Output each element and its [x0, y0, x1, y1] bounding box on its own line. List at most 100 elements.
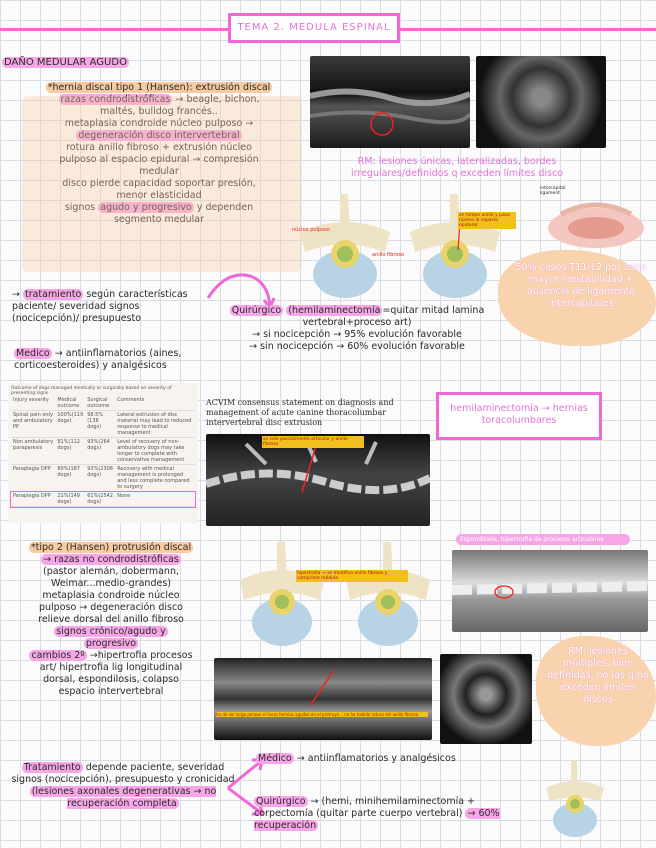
line: dorsal, espondilosis, colapso: [43, 674, 179, 685]
quirurgico-text: =quitar mitad lamina vertebral+proceso a…: [302, 305, 485, 328]
medico-text: → antiinflamatorios (aines, corticoester…: [14, 348, 182, 371]
line: y dependen: [196, 202, 254, 213]
line: pulposo → degeneración disco: [38, 602, 183, 613]
hemi-box: hemilaminectomía → hernias toracolumbare…: [436, 392, 602, 440]
table-cell: None: [115, 491, 195, 507]
quirurgico-label: Quirúrgico: [229, 305, 284, 316]
line: art/ hipertrofia lig longitudinal: [39, 662, 183, 673]
tratamiento2-lesiones: (lesiones axonales degenerativas → no re…: [29, 786, 217, 809]
medico-label: Medico: [14, 348, 52, 359]
page-title: TEMA 2. MEDULA ESPINAL: [237, 22, 391, 33]
table-cell: Spinal pain only and ambulatory PP: [11, 410, 56, 438]
vertebra-small: [540, 758, 610, 842]
table: Injury severity Medical outcome Surgical…: [10, 396, 196, 508]
table-header: Medical outcome: [55, 396, 86, 411]
table-header-row: Injury severity Medical outcome Surgical…: [11, 396, 195, 411]
table-row: Paraplegia DPP 80%(187 dogs) 93%(2308 do…: [11, 464, 195, 492]
ligament-label: intercapital ligament: [540, 186, 566, 196]
mri-sagittal-2: [214, 658, 432, 740]
line: disco pierde capacidad soportar presión,: [62, 178, 256, 189]
ligament-svg: [548, 202, 644, 248]
table-cell: 100%(119 dogs): [55, 410, 86, 438]
xray-label: se sale parcialmente articular y anillo …: [262, 436, 364, 448]
vertebra-svg: [240, 542, 324, 646]
line: *hernia discal tipo 1 (Hansen): extrusió…: [45, 82, 273, 93]
mri2-label: ha de ser larga porque si fuera hernias …: [216, 712, 428, 717]
line: cambios 2º: [29, 650, 87, 661]
heading-text: DAÑO MEDULAR AGUDO: [2, 57, 129, 68]
line: rotura anillo fibroso + extrusión núcleo: [66, 142, 252, 153]
title-rule-right: [400, 28, 656, 31]
table-cell: 81%(112 dogs): [55, 437, 86, 465]
line: espacio intervertebral: [58, 686, 164, 697]
line: signos crónico/agudo y: [54, 626, 168, 637]
branch-svg: [227, 758, 264, 816]
table-row: Spinal pain only and ambulatory PP 100%(…: [11, 410, 195, 438]
line: (pastor alemán, dobermann,: [42, 566, 179, 577]
line: razas condrodistróficas: [58, 94, 173, 105]
rm-blob: [536, 636, 656, 746]
spondy-svg: [452, 581, 648, 599]
ligament-illustration: [536, 186, 648, 252]
table-title: Outcome of dogs managed medically or sur…: [11, 386, 172, 396]
table-cell: Recovery with medical management is prol…: [115, 464, 195, 492]
table-cell: 80%(187 dogs): [55, 464, 86, 492]
quirurgico2-block: Quirúrgico → (hemi, minihemilaminectomía…: [254, 796, 522, 832]
mri-image-sagittal: [310, 56, 470, 148]
table-cell: Paraplegia DPP: [11, 491, 56, 507]
table-cell: 93%(2308 dogs): [85, 464, 116, 492]
vertebra-illustration-4: [338, 540, 438, 650]
line: Weimar...medio-grandes): [51, 578, 171, 589]
table-header: Surgical outcome: [85, 396, 116, 411]
table-header: Injury severity: [11, 396, 56, 411]
line: *tipo 2 (Hansen) protrusión discal: [28, 542, 194, 553]
table-cell: 61%(2542 dogs): [85, 491, 116, 507]
line: metaplasia condroide núcleo: [42, 590, 180, 601]
table-cell: Paraplegia DPP: [11, 464, 56, 492]
line: maltés, bulldog francés..: [100, 106, 218, 117]
vertebra-svg: [410, 194, 500, 298]
line: relieve dorsal del anillo fibroso: [38, 614, 184, 625]
hemi-box-text: hemilaminectomía → hernias toracolumbare…: [450, 403, 588, 426]
acvim-title: ACVIM consensus statement on diagnosis a…: [206, 398, 394, 427]
line: degeneración disco intervertebral: [76, 130, 242, 141]
table-cell: 21%(149 dogs): [55, 491, 86, 507]
section-heading: DAÑO MEDULAR AGUDO: [2, 57, 152, 69]
medico2-label: Médico: [256, 753, 294, 764]
table-header: Comments: [115, 396, 195, 411]
vertebra-illustration-1: [290, 192, 400, 302]
stat-blob-text: 50% casos T11-L2 por zona mayor inestabi…: [515, 262, 647, 309]
table-row: Paraplegia DPP 21%(149 dogs) 61%(2542 do…: [10, 490, 196, 508]
rm-blob-text: RM: lesiones múltiples, bien definidas, …: [547, 646, 649, 705]
line: pulposo al espacio epidural → compresión: [59, 154, 259, 165]
quirurgico-line-2: → sin nocicepción → 60% evolución favora…: [249, 341, 465, 352]
label-anillo: anillo fibroso: [372, 252, 405, 258]
mri-sagittal-svg: [310, 88, 470, 136]
quirurgico-line-1: → si nocicepción → 95% evolución favorab…: [252, 329, 462, 340]
mri-caption: RM: lesiones únicas, lateralizadas, bord…: [351, 156, 563, 179]
table-cell: 93%(264 dogs): [85, 437, 116, 465]
vertebra-illustration-2: [400, 192, 510, 302]
line: → beagle, bichon,: [175, 94, 260, 105]
line: agudo y progresivo: [98, 202, 194, 213]
medico2-text: → antiinflamatorios y analgésicos: [296, 753, 456, 764]
outcome-table: Outcome of dogs managed medically or sur…: [8, 383, 198, 523]
title-box: TEMA 2. MEDULA ESPINAL: [228, 13, 400, 43]
tratamiento2-label: Tratamiento: [21, 762, 83, 773]
quirurgico-paren: (hemilaminectomía: [286, 305, 383, 316]
tratamiento2-text: depende paciente, severidad signos (noci…: [11, 762, 235, 785]
table-cell: Lateral extrusion of disc material may l…: [115, 410, 195, 438]
stat-blob: [498, 250, 656, 346]
line: menor elasticidad: [116, 190, 202, 201]
protrusion-label: hipertrofia → se modifica anillo fibroso…: [296, 570, 408, 582]
xray-image: [206, 434, 430, 526]
vertebra-illustration-3: [232, 540, 332, 650]
mri-image-axial: [476, 56, 606, 148]
line: medular: [139, 166, 179, 177]
line: signos: [64, 202, 96, 213]
spondy-xray: [452, 550, 648, 632]
table-cell: 98.5%(138 dogs): [85, 410, 116, 438]
tratamiento2-block: Tratamiento depende paciente, severidad …: [10, 762, 236, 810]
line: segmento medular: [113, 214, 205, 225]
tratamiento-label: tratamiento: [22, 289, 84, 300]
